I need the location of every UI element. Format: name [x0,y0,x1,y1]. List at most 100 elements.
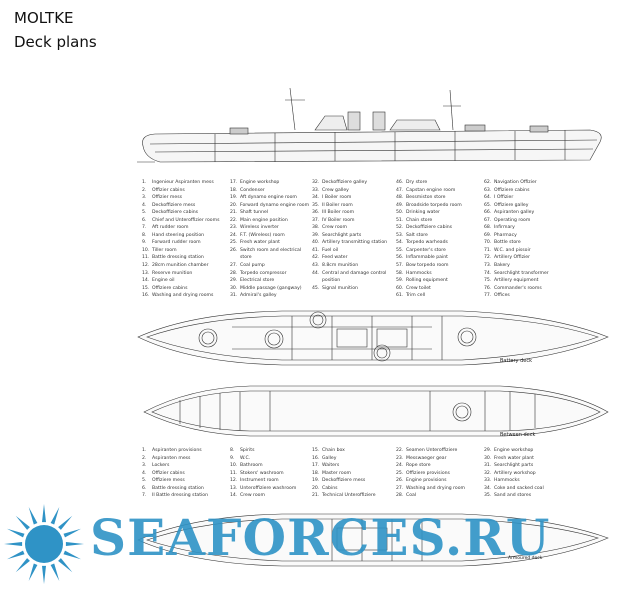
legend-item-text: Crew galley [322,187,349,193]
legend-item-number: 15. [312,448,320,453]
legend-item-text: Chain box [322,448,345,453]
legend-item-text: Aspiranten galley [494,210,535,216]
legend-item: 50.Drinking water [396,209,462,217]
legend-item: 68.Infirmary [484,224,549,232]
legend-item-number: 14. [142,278,150,284]
legend-item-text: Pharmacy [494,232,517,238]
legend-item: 65.Offiziere galley [484,202,549,210]
legend-item-text: Engine workshop [240,180,280,185]
legend-item-text: Searchlight transformer [494,270,549,276]
legend-item-text: II Battle dressing station [152,493,208,499]
legend-item-number: 2. [142,455,147,461]
legend-item-number: 5. [142,210,147,216]
legend-item: 4.Offizier cabins [142,470,208,478]
legend-item-number: 2. [142,187,147,193]
legend-item-text: Salt store [406,232,428,238]
legend-item-number: 1. [142,448,147,453]
legend-item-text: Coal pump [240,263,265,269]
legend-item-number: 23. [230,225,238,231]
legend-item-text: Artillery workshop [494,470,536,476]
legend-item-number: 21. [230,210,238,216]
legend-item-number: 22. [396,448,404,453]
legend-item-text: Lockers [152,463,170,469]
legend-item: 10.Tiller room [142,247,219,255]
legend-item: 64.I Offizier [484,194,549,202]
legend-item: 41.Fuel oil [312,247,387,255]
legend-item: 56.Inflammable paint [396,254,462,262]
legend-item-text: Coke and sacked coal [494,485,544,491]
legend-item-number: 35. [484,493,492,499]
legend-item-text: Offizier mess [152,195,183,201]
legend-item: 32.Artillery workshop [484,470,544,478]
legend-item-number: 21. [312,493,320,499]
legend-item-text: Infirmary [494,225,515,231]
legend-item-text: IV Boiler room [322,217,355,223]
legend-item-number: 54. [396,240,404,246]
legend-item-text: Offices [494,293,510,299]
legend-item-text: Cabins [322,485,338,491]
legend-item-text: Bessmiston store [406,195,446,201]
legend-item-text: Engine oil [152,278,175,284]
legend-item-text: Battle dressing station [152,485,204,491]
legend-item-number [312,277,322,285]
legend-item-text: Deckoffiziere galley [322,180,368,185]
legend-item-text: Middle passage (gangway) [240,285,302,291]
legend-item-text: Instrument room [240,478,279,484]
legend-item-number: 19. [230,195,238,201]
legend-item: 18.Master room [312,470,376,478]
legend-item-text: Signal munition [322,285,358,291]
legend-item-text: Spirits [240,448,255,453]
legend-item: 11.Stokers' washroom [230,470,296,478]
legend-item-number: 29. [230,278,238,284]
legend-item-number: 58. [396,270,404,276]
legend-item-text: Searchlight parts [494,463,534,469]
legend-item: 27.Washing and drying room [396,485,465,493]
legend-item-text: Aft rudder room [152,225,189,231]
page-title: MOLTKE [14,9,74,27]
legend-item-text: Washing and drying room [406,485,466,491]
legend-item: 31.Searchlight parts [484,462,544,470]
legend-item: position [312,277,387,285]
legend-item-number: 41. [312,247,320,253]
legend-item-number: 13. [230,485,238,491]
legend-item: 70.Bottle store [484,239,549,247]
legend-item-number: 64. [484,195,492,201]
sun-ray [65,542,84,546]
legend-item-text: F.T. (Wireless) room [240,232,285,238]
legend-item-number: 67. [484,217,492,223]
legend-item: 43.8.8cm munition [312,262,387,270]
legend-item: 35.II Boiler room [312,202,387,210]
legend-item: 60.Crew toilet [396,285,462,293]
legend-item: 63.Offiziere cabins [484,187,549,195]
legend-item-text: Unteroffiziere washroom [240,485,297,491]
legend-item: 29.Engine workshop [484,447,544,455]
legend-item-number: 3. [142,463,147,469]
legend-item-number: 25. [230,240,238,246]
legend-item-number: 31. [230,293,238,299]
sun-ray [28,563,38,581]
legend-item-text: Carpenter's store [406,247,446,253]
legend-item: 76.Commander's rooms [484,285,549,293]
legend-item-number: 71. [484,247,492,253]
legend-item: 42.Feed water [312,254,387,262]
legend-item-text: Torpedo compressor [240,270,287,276]
legend-item-text: I Boiler room [322,195,352,201]
legend-item: 38.Crew room [312,224,387,232]
legend-item: 22.Main engine position [230,217,309,225]
legend-item-number: 12. [230,478,238,484]
legend-item-number: 28. [396,493,404,499]
legend-item-number: 4. [142,202,147,208]
legend-item-text: store [240,255,252,261]
legend-item: 51.Chain store [396,217,462,225]
legend-item: 33.Hammocks [484,477,544,485]
legend-item-text: Aspiranten mess [152,455,191,461]
legend-item-text: Coal [406,493,417,499]
armoured-deck-label: Armoured deck [508,556,543,561]
legend-item-text: II Boiler room [322,202,353,208]
legend-item: 3. Lockers [142,462,208,470]
legend-item: 26.Engine provisions [396,477,465,485]
legend-item: 20.Cabins [312,485,376,493]
legend-item: 46.Dry store [396,179,462,187]
legend-item-number: 72. [484,255,492,261]
